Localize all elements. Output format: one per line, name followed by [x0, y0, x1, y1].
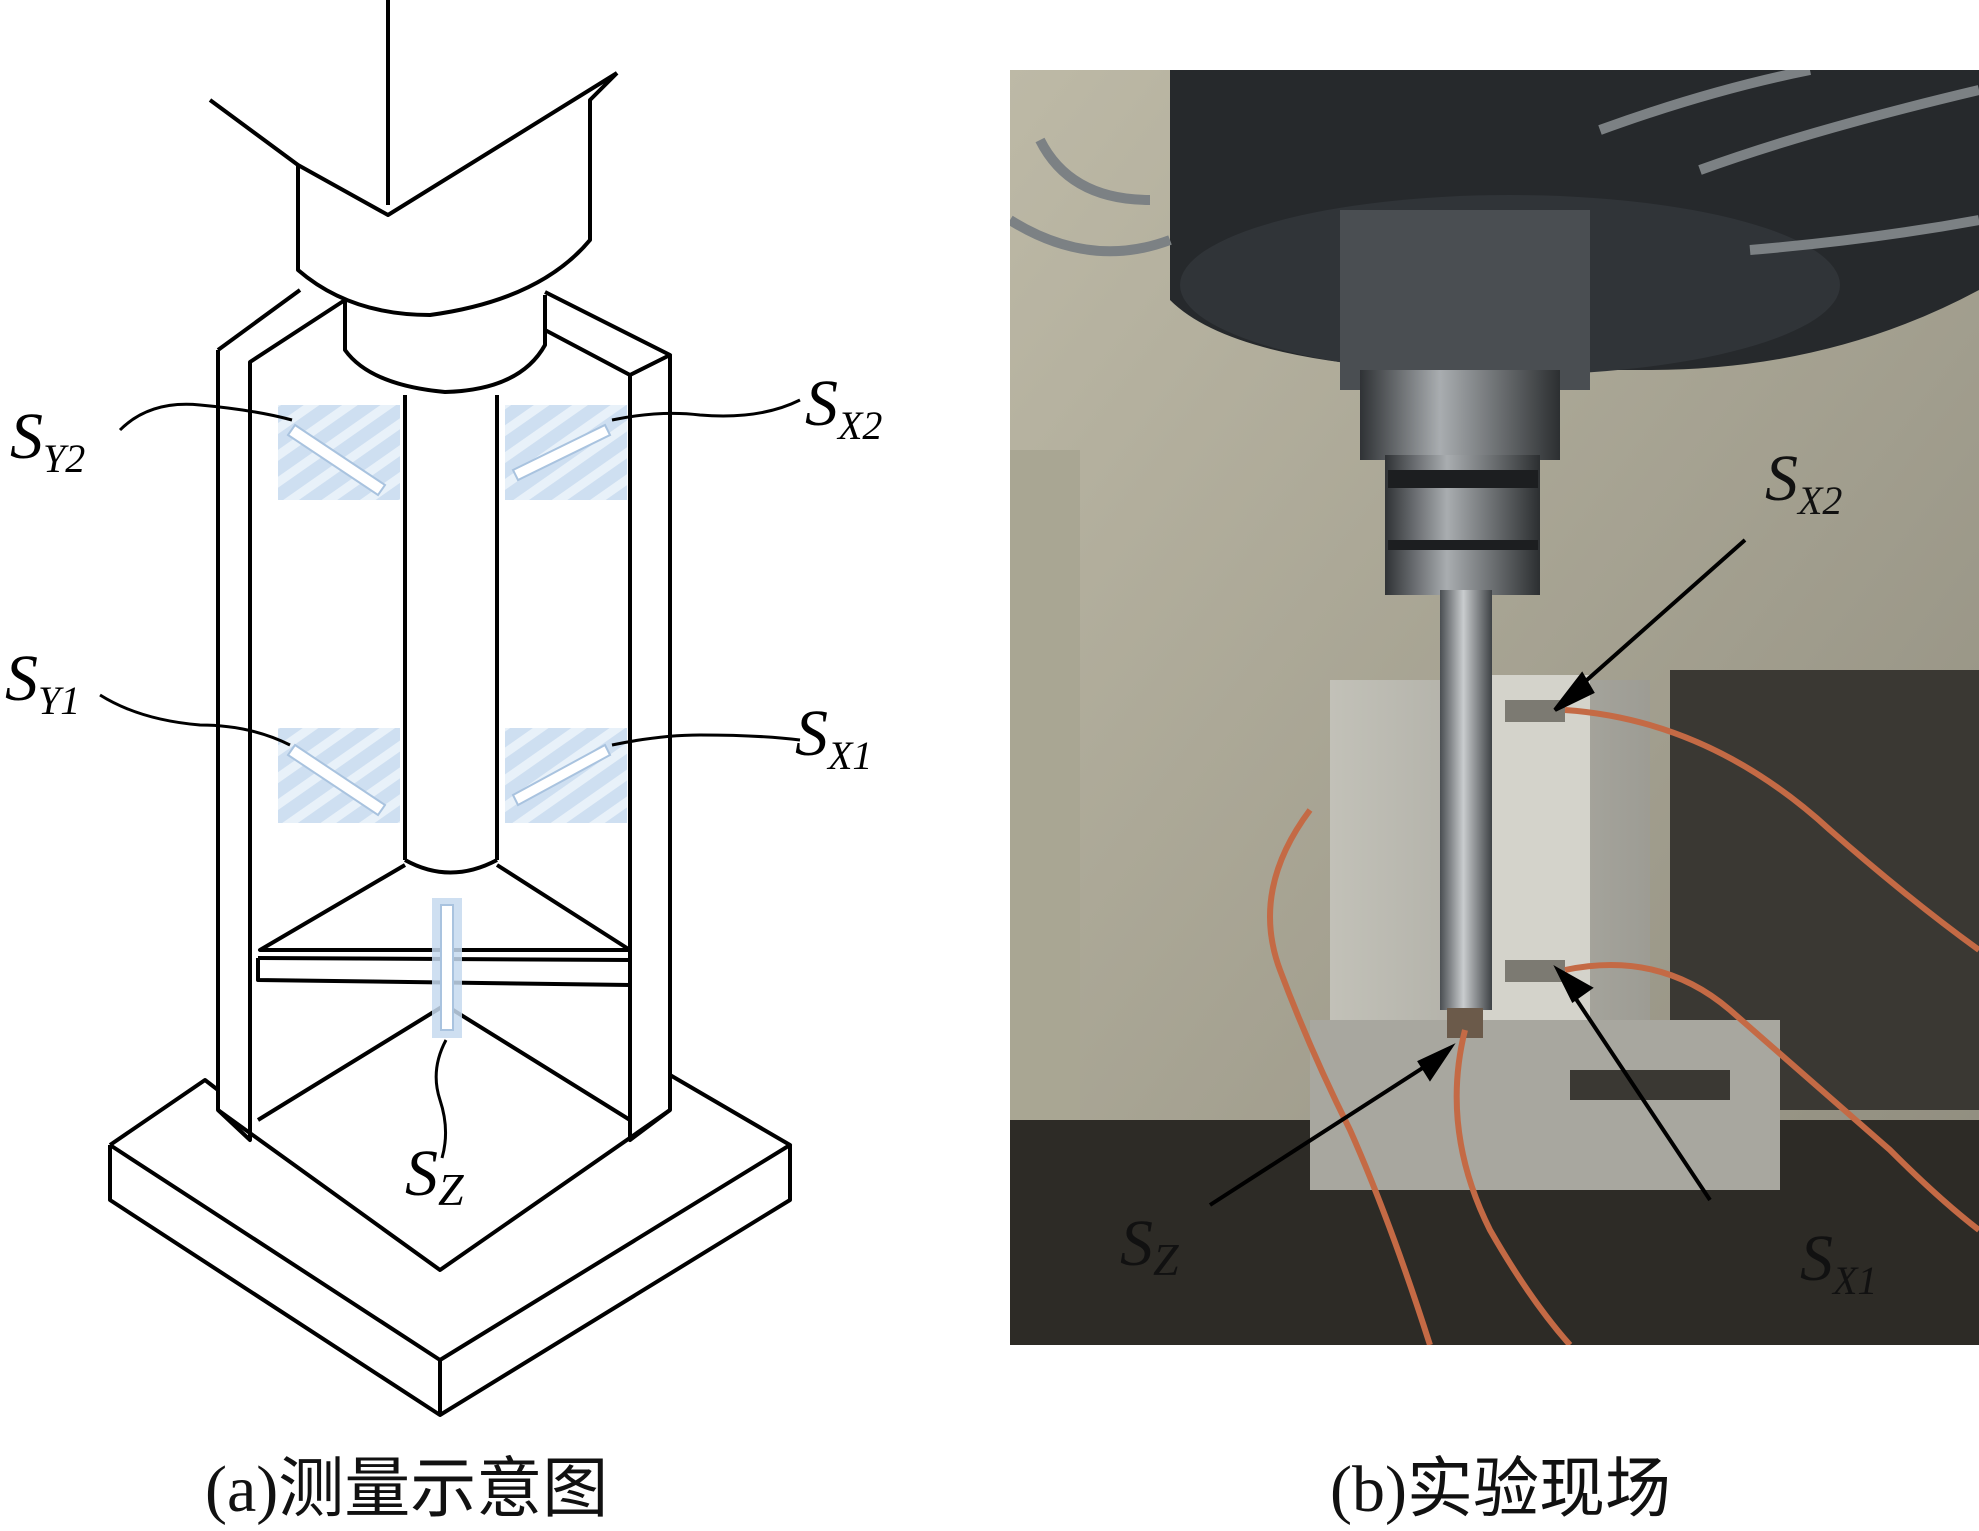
probe-sx1	[1505, 960, 1565, 982]
label-sx2: SX2	[805, 367, 882, 448]
arrow-sx2	[1568, 538, 1747, 697]
annotation-arrows	[1208, 538, 1747, 1207]
fixture-slots	[1570, 1070, 1730, 1100]
sensor-sy1	[278, 728, 400, 823]
frame-bottom-edges	[216, 1108, 672, 1272]
frame-right-post	[628, 355, 672, 1142]
tool-tip-curve	[404, 858, 498, 875]
arrow-sz	[1208, 1058, 1437, 1207]
tool-holder	[1360, 370, 1560, 460]
spindle-head-top-edge	[208, 71, 619, 217]
sensor-sx2	[505, 405, 627, 500]
frame-right-top	[544, 290, 672, 377]
photo-label-sx1: SX1	[1800, 1222, 1877, 1303]
experiment-photo: SX2 SZ SX1	[1007, 65, 1979, 1347]
caption-experiment-site: (b)实验现场	[1330, 1453, 1671, 1526]
collet-groove-1	[1388, 470, 1538, 488]
arrow-head-sz	[1417, 1043, 1456, 1082]
leader-sx2	[611, 398, 801, 422]
spindle-nose	[1340, 210, 1590, 390]
frame-left-post	[216, 298, 347, 1142]
base-left-top	[108, 1078, 220, 1147]
base-top-face	[108, 1073, 792, 1362]
left-door-panel	[1010, 450, 1080, 1150]
spindle-head-body	[296, 71, 619, 317]
leader-lines	[99, 398, 801, 1159]
sensor-sz	[432, 898, 462, 1038]
sensor-sy2	[278, 405, 400, 500]
probe-sx2	[1505, 700, 1565, 722]
leader-sy1	[99, 693, 291, 747]
label-sy2: SY2	[10, 400, 85, 481]
label-sz: SZ	[405, 1137, 464, 1215]
frame-left-top	[216, 288, 302, 352]
sensor-cables	[1267, 707, 1979, 1347]
arrow-head-sx1	[1553, 965, 1594, 1003]
sensor-sx1	[505, 728, 627, 823]
arrow-head-sx2	[1553, 671, 1595, 712]
schematic-drawing: SY2 SX2 SY1 SX1 SZ	[5, 0, 882, 1417]
measurement-schematic-panel: SY2 SX2 SY1 SX1 SZ	[5, 0, 882, 1417]
caption-measurement-schematic: (a)测量示意图	[205, 1453, 609, 1526]
leader-sy2	[118, 402, 293, 432]
fixture-base	[1310, 1020, 1780, 1190]
fixture-upright	[1480, 675, 1590, 1110]
photo-label-sx2: SX2	[1765, 442, 1842, 523]
experiment-photo-panel: SX2 SZ SX1	[1007, 65, 1979, 1347]
label-sx1: SX1	[795, 697, 872, 778]
leader-sx1	[611, 733, 801, 747]
arrow-sx1	[1568, 988, 1712, 1202]
photo-label-sz: SZ	[1120, 1207, 1179, 1285]
leader-sz	[434, 1039, 448, 1159]
collet-groove-2	[1388, 540, 1538, 550]
collet	[343, 295, 547, 394]
label-sy1: SY1	[5, 642, 80, 723]
tool-shaft	[1440, 590, 1492, 1010]
top-cables	[1007, 65, 1979, 257]
